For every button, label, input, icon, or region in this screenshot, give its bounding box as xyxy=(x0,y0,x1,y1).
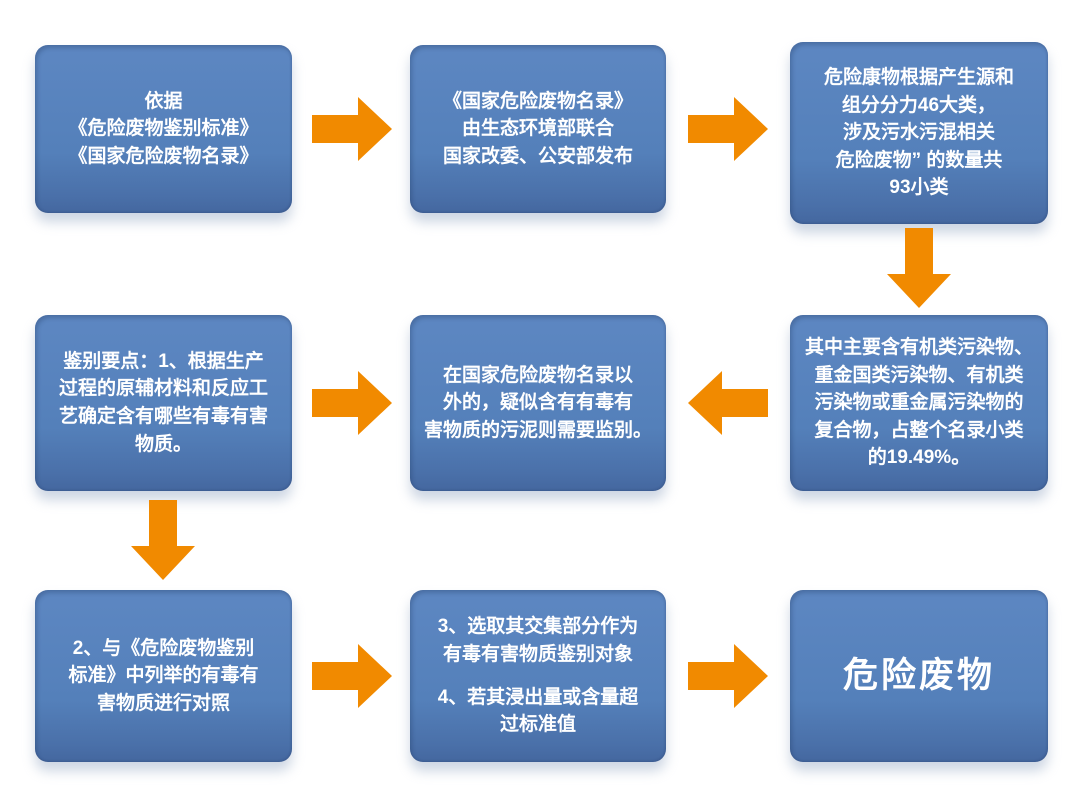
flow-box-outside-catalog-identification: 在国家危险废物名录以 外的，疑似含有有毒有 害物质的污泥则需要监别。 xyxy=(410,315,666,491)
box-text-line: 危险康物根据产生源和 xyxy=(823,67,1014,89)
arrow-down-icon xyxy=(887,228,951,308)
box-text-line: 2、与《危险废物鉴别 xyxy=(72,637,255,659)
box-text-line: 《危险废物鉴别标准》 xyxy=(68,118,259,140)
box-text-line: 危险废物 xyxy=(842,655,995,695)
flow-box-catalog-publisher: 《国家危险废物名录》 由生态环境部联合 国家改委、公安部发布 xyxy=(410,45,666,213)
box-text-line: 危险废物” 的数量共 xyxy=(835,149,1003,171)
box-text-line: 《国家危险废物名录》 xyxy=(442,90,633,112)
arrow-right-icon xyxy=(688,97,768,161)
box-text-line: 重金国类污染物、有机类 xyxy=(814,364,1024,386)
box-text-line: 《国家危险废物名录》 xyxy=(68,145,259,167)
box-text-line: 害物质进行对照 xyxy=(96,692,230,714)
box-text-line: 污染物或重金属污染物的 xyxy=(814,392,1024,414)
box-text-line: 的19.49%。 xyxy=(867,447,971,469)
box-text-line: 过标准值 xyxy=(499,714,576,736)
box-text-line: 涉及污水污混相关 xyxy=(842,122,995,144)
box-text-line: 由生态环境部联合 xyxy=(461,118,614,140)
box-text-line: 标准》中列举的有毒有 xyxy=(68,665,259,687)
arrow-left-icon xyxy=(688,371,768,435)
box-text-line: 其中主要含有机类污染物、 xyxy=(804,337,1033,359)
arrow-right-icon xyxy=(312,97,392,161)
box-text-line: 外的，疑似含有有毒有 xyxy=(442,392,633,414)
arrow-down-icon xyxy=(131,500,195,580)
flow-box-identification-points-3-4: 3、选取其交集部分作为 有毒有害物质鉴别对象 4、若其浸出量或含量超 过标准值 xyxy=(410,590,666,762)
box-text-line: 有毒有害物质鉴别对象 xyxy=(442,643,633,665)
box-text-line: 4、若其浸出量或含量超 xyxy=(437,686,639,708)
flow-box-pollutant-composition: 其中主要含有机类污染物、 重金国类污染物、有机类 污染物或重金属污染物的 复合物… xyxy=(790,315,1048,491)
flow-box-category-counts: 危险康物根据产生源和 组分分力46大类， 涉及污水污混相关 危险废物” 的数量共… xyxy=(790,42,1048,224)
box-text-line: 依据 xyxy=(144,90,183,112)
box-text-line: 物质。 xyxy=(134,433,192,455)
flow-box-identification-point-1: 鉴别要点：1、根据生产 过程的原辅材料和反应工 艺确定含有哪些有毒有害 物质。 xyxy=(35,315,292,491)
box-text-line: 国家改委、公安部发布 xyxy=(442,145,633,167)
flow-box-hazardous-waste-result: 危险废物 xyxy=(790,590,1048,762)
arrow-right-icon xyxy=(312,371,392,435)
arrow-right-icon xyxy=(312,644,392,708)
box-text-line: 复合物，占整个名录小类 xyxy=(814,419,1024,441)
box-text-line: 艺确定含有哪些有毒有害 xyxy=(58,406,268,427)
flow-box-identification-point-2: 2、与《危险废物鉴别 标准》中列举的有毒有 害物质进行对照 xyxy=(35,590,292,762)
box-text-line: 组分分力46大类， xyxy=(841,94,997,116)
box-text-line: 害物质的污泥则需要监别。 xyxy=(424,419,653,441)
box-text-line: 93小类 xyxy=(889,177,949,199)
box-text-line: 鉴别要点：1、根据生产 xyxy=(63,350,264,372)
box-text-line: 3、选取其交集部分作为 xyxy=(437,616,639,638)
box-text-line: 过程的原辅材料和反应工 xyxy=(58,378,268,400)
flow-box-basis: 依据 《危险废物鉴别标准》 《国家危险废物名录》 xyxy=(35,45,292,213)
arrow-right-icon xyxy=(688,644,768,708)
box-text-line: 在国家危险废物名录以 xyxy=(442,364,633,386)
